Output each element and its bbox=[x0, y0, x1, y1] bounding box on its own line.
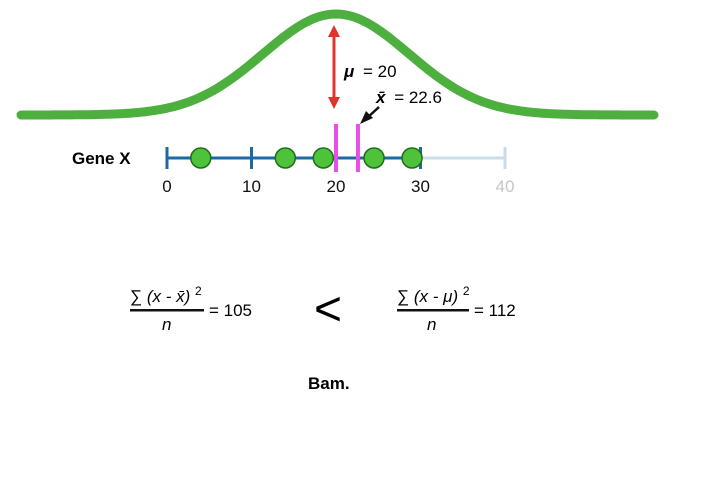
caption: Bam. bbox=[308, 374, 350, 393]
axis-tick-label: 20 bbox=[327, 177, 346, 196]
axis-tick-label: 10 bbox=[242, 177, 261, 196]
formula-right-sigma: ∑ bbox=[397, 287, 409, 306]
mu-arrow-head-top bbox=[328, 25, 340, 37]
mu-arrow-head-bottom bbox=[328, 97, 340, 109]
xbar-symbol: x̄ bbox=[375, 88, 387, 107]
xbar-arrow-head bbox=[360, 111, 373, 124]
formula-right-fraction-bar bbox=[397, 309, 469, 312]
mu-arrow bbox=[328, 25, 340, 109]
formula-right-result: = 112 bbox=[474, 301, 516, 320]
formula-left-result: = 105 bbox=[209, 301, 252, 320]
data-point bbox=[363, 147, 385, 169]
formula-right: ∑ (x - μ) 2 n = 112 bbox=[397, 284, 516, 334]
data-point bbox=[274, 147, 297, 169]
formula-right-numerator: ∑ (x - μ) 2 bbox=[397, 284, 470, 306]
axis-tick-label: 30 bbox=[411, 177, 430, 196]
formula-right-denominator: n bbox=[427, 315, 436, 334]
formula-left-exponent: 2 bbox=[195, 284, 202, 298]
formula-left: ∑ (x - x̄) 2 n = 105 bbox=[130, 284, 252, 334]
mu-label: μ = 20 bbox=[343, 62, 397, 81]
data-point bbox=[312, 147, 335, 169]
axis-tick-label: 40 bbox=[496, 177, 515, 196]
number-line: 0 10 20 30 40 bbox=[162, 147, 514, 196]
data-points bbox=[190, 147, 423, 169]
gene-label: Gene X bbox=[72, 149, 131, 168]
normal-curve bbox=[16, 9, 659, 120]
comparison-sign: < bbox=[314, 283, 342, 336]
mu-symbol: μ bbox=[343, 62, 355, 81]
formula-right-body: (x - μ) bbox=[414, 287, 458, 306]
xbar-arrow bbox=[360, 106, 380, 124]
data-point bbox=[401, 147, 423, 169]
formula-left-fraction-bar bbox=[130, 309, 204, 312]
mu-value-text: = 20 bbox=[363, 62, 397, 81]
xbar-value-text: = 22.6 bbox=[394, 88, 442, 107]
axis-tick-label: 0 bbox=[162, 177, 171, 196]
formula-left-numerator: ∑ (x - x̄) 2 bbox=[130, 284, 202, 306]
formula-left-body: (x - x̄) bbox=[147, 287, 190, 306]
formula-left-sigma: ∑ bbox=[130, 287, 142, 306]
formula-right-exponent: 2 bbox=[463, 284, 470, 298]
formula-left-denominator: n bbox=[162, 315, 171, 334]
data-point bbox=[190, 147, 212, 169]
xbar-label: x̄ = 22.6 bbox=[375, 88, 442, 107]
